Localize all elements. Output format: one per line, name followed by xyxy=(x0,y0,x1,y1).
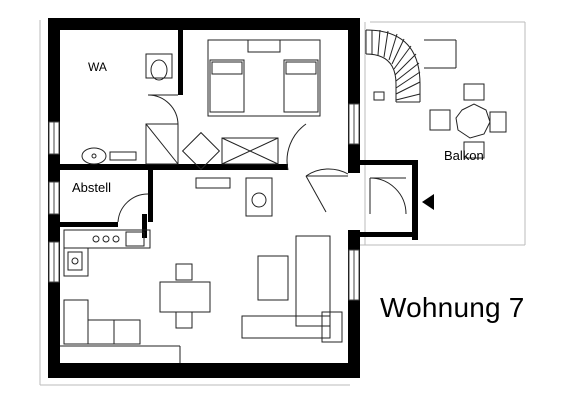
outer-frame xyxy=(39,20,526,386)
exterior-walls xyxy=(48,18,418,378)
bottom-room xyxy=(60,345,181,363)
dining-set xyxy=(159,263,211,329)
bedroom-furniture xyxy=(181,39,321,171)
balcony-furniture xyxy=(429,83,507,159)
room-label-abstell: Abstell xyxy=(72,180,112,195)
windows-left xyxy=(48,121,60,283)
entrance-arrow-icon xyxy=(422,194,434,210)
plan-title: Wohnung 7 xyxy=(380,292,525,323)
wc-fixtures xyxy=(81,53,179,165)
room-label-wa: WA xyxy=(88,60,107,74)
entry-door xyxy=(369,177,407,215)
kitchen xyxy=(63,229,151,345)
windows-right xyxy=(348,103,360,301)
hall-furniture xyxy=(195,168,349,217)
staircase xyxy=(365,29,457,103)
abstell-door xyxy=(117,193,149,223)
room-label-balkon: Balkon xyxy=(444,148,484,163)
living-furniture xyxy=(241,235,343,343)
